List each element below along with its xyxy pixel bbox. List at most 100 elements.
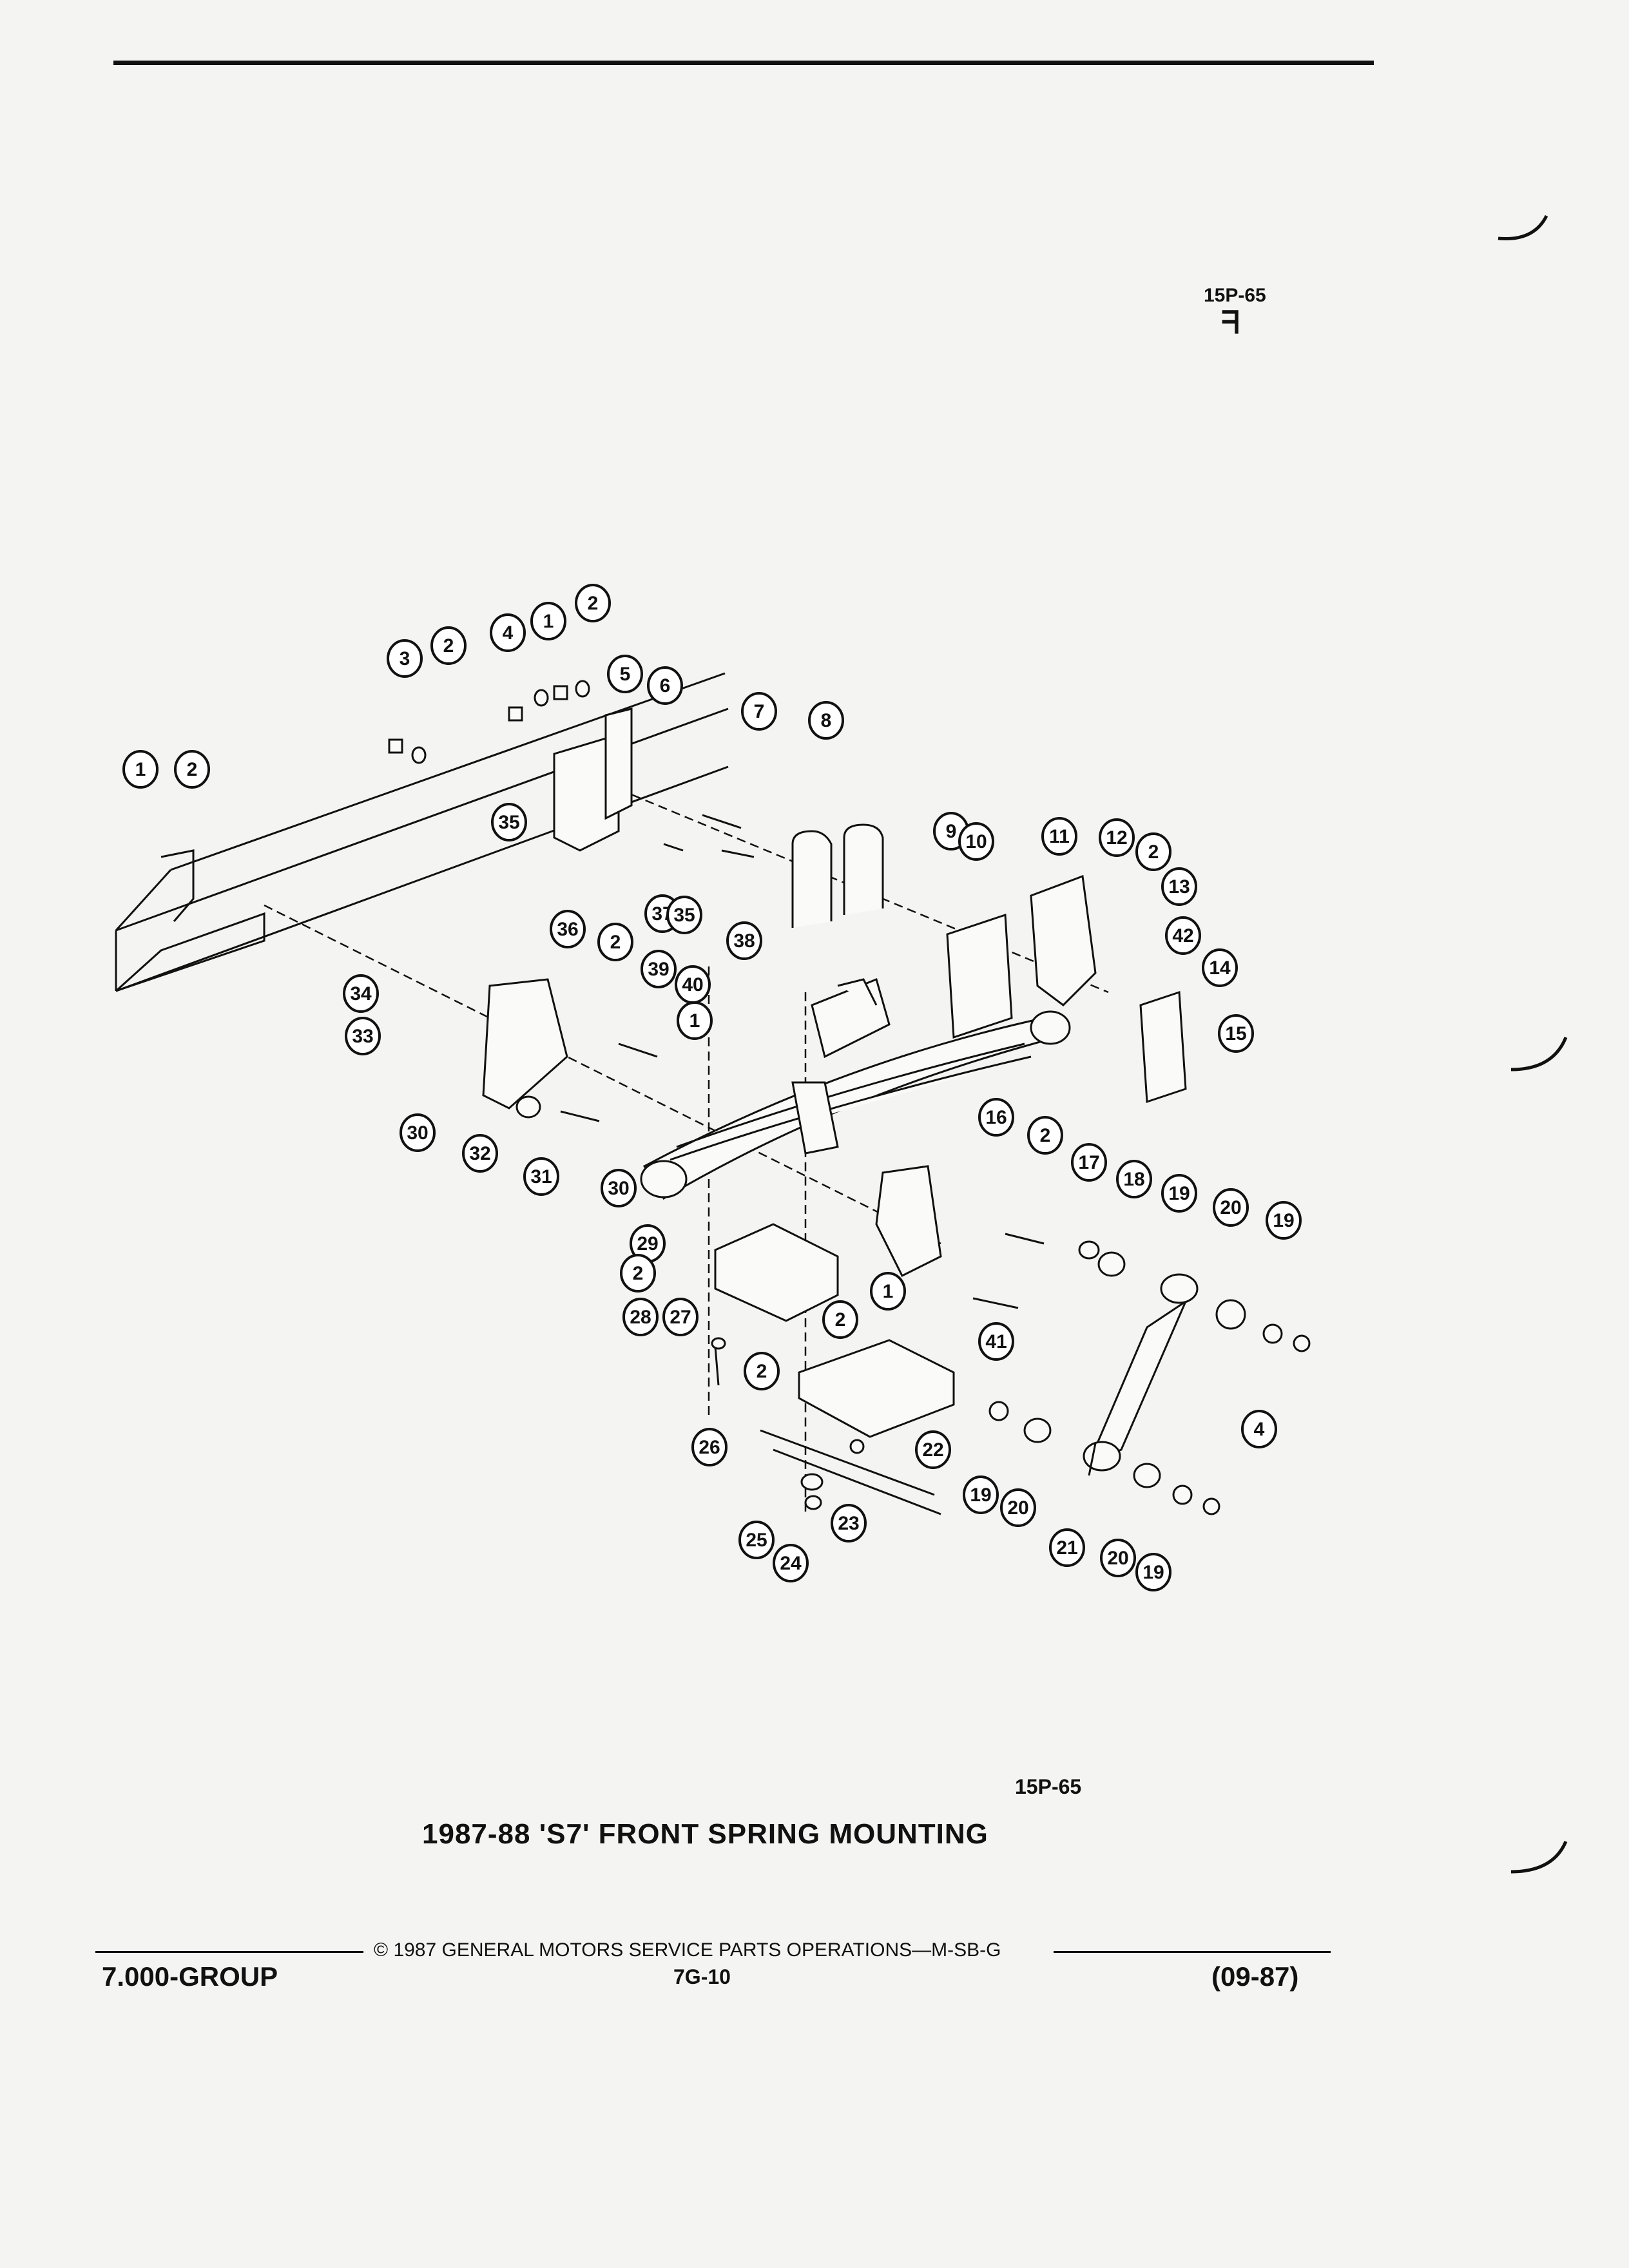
callout-number: 10 xyxy=(965,831,987,852)
callout-number: 19 xyxy=(1168,1183,1190,1204)
callout-number: 31 xyxy=(530,1166,552,1187)
callout-number: 23 xyxy=(838,1513,859,1534)
callout-1: 1 xyxy=(530,602,566,640)
callout-number: 4 xyxy=(503,622,514,644)
callout-number: 34 xyxy=(350,983,372,1004)
callout-1: 1 xyxy=(677,1001,713,1040)
callout-38: 38 xyxy=(726,921,762,960)
callout-number: 39 xyxy=(648,959,669,980)
callout-13: 13 xyxy=(1161,867,1197,906)
callout-number: 7 xyxy=(754,701,765,722)
revision-date: (09-87) xyxy=(1211,1961,1299,1992)
callout-41: 41 xyxy=(978,1322,1014,1361)
callout-19: 19 xyxy=(963,1475,999,1514)
callout-number: 32 xyxy=(469,1143,490,1164)
callout-number: 26 xyxy=(699,1437,720,1458)
callout-number: 24 xyxy=(780,1553,802,1574)
page-number: 7G-10 xyxy=(673,1965,731,1988)
callout-number: 15 xyxy=(1225,1023,1246,1044)
callout-number: 1 xyxy=(135,759,146,780)
callout-24: 24 xyxy=(773,1544,809,1582)
callout-number: 13 xyxy=(1168,876,1190,898)
callout-number: 16 xyxy=(985,1107,1007,1128)
callout-36: 36 xyxy=(550,910,586,948)
callout-number: 12 xyxy=(1106,827,1127,849)
axle-seat-plates xyxy=(714,1223,955,1515)
callout-34: 34 xyxy=(343,974,379,1013)
hardware-parts xyxy=(388,680,1311,1515)
group-number: 7.000-GROUP xyxy=(102,1961,278,1992)
callout-30: 30 xyxy=(601,1169,637,1207)
callout-25: 25 xyxy=(738,1521,775,1559)
callout-number: 20 xyxy=(1107,1548,1128,1569)
callout-number: 20 xyxy=(1220,1197,1241,1218)
rear-hanger-bracket xyxy=(482,978,942,1278)
callout-19: 19 xyxy=(1161,1174,1197,1213)
callout-number: 33 xyxy=(352,1026,373,1047)
callout-15: 15 xyxy=(1218,1014,1254,1053)
spring-pad xyxy=(811,977,891,1059)
callout-number: 1 xyxy=(543,611,554,632)
callout-2: 2 xyxy=(744,1352,780,1390)
callout-number: 38 xyxy=(733,930,755,952)
footer-rule-right xyxy=(1054,1951,1331,1953)
callout-35: 35 xyxy=(491,803,527,841)
top-rule xyxy=(113,61,1374,65)
callout-22: 22 xyxy=(915,1430,951,1469)
callout-20: 20 xyxy=(1000,1488,1036,1527)
callout-17: 17 xyxy=(1071,1143,1107,1182)
callout-number: 25 xyxy=(746,1530,767,1551)
callout-2: 2 xyxy=(575,584,611,622)
callout-number: 2 xyxy=(1148,841,1159,863)
shackle-brackets xyxy=(946,874,1187,1104)
callout-1: 1 xyxy=(870,1272,906,1311)
callout-26: 26 xyxy=(691,1428,728,1466)
callout-number: 28 xyxy=(630,1307,651,1328)
callout-number: 22 xyxy=(922,1439,943,1461)
callout-number: 21 xyxy=(1056,1537,1077,1559)
callout-number: 40 xyxy=(682,974,703,995)
callout-number: 11 xyxy=(1049,826,1070,847)
callout-2: 2 xyxy=(174,750,210,789)
callout-2: 2 xyxy=(1135,832,1171,871)
callout-number: 29 xyxy=(637,1233,658,1254)
callout-27: 27 xyxy=(662,1298,699,1336)
callout-11: 11 xyxy=(1041,817,1077,856)
callout-number: 2 xyxy=(633,1263,644,1284)
callout-number: 19 xyxy=(1273,1210,1294,1231)
callout-number: 17 xyxy=(1078,1152,1099,1173)
frame-rail xyxy=(115,672,729,992)
callout-4: 4 xyxy=(1241,1410,1277,1448)
callout-2: 2 xyxy=(430,626,467,665)
reference-code-bottom: 15P-65 xyxy=(1015,1775,1082,1798)
callout-number: 8 xyxy=(821,710,832,731)
copyright-text: © 1987 GENERAL MOTORS SERVICE PARTS OPER… xyxy=(374,1939,1001,1961)
callout-number: 2 xyxy=(835,1309,846,1331)
callout-number: 6 xyxy=(660,675,671,697)
callout-32: 32 xyxy=(462,1134,498,1173)
front-hanger-bracket xyxy=(553,707,633,852)
callout-7: 7 xyxy=(741,692,777,731)
callout-2: 2 xyxy=(1027,1116,1063,1155)
callout-number: 14 xyxy=(1209,957,1231,979)
callout-3: 3 xyxy=(387,639,423,678)
callout-number: 2 xyxy=(610,932,621,953)
callout-6: 6 xyxy=(647,666,683,705)
callout-19: 19 xyxy=(1266,1201,1302,1240)
callout-number: 30 xyxy=(407,1122,428,1144)
callout-33: 33 xyxy=(345,1017,381,1055)
callout-2: 2 xyxy=(597,923,633,961)
callout-number: 41 xyxy=(985,1331,1007,1352)
callout-number: 1 xyxy=(689,1010,700,1032)
callout-number: 35 xyxy=(498,812,519,833)
callout-number: 19 xyxy=(970,1485,991,1506)
callout-number: 9 xyxy=(946,821,957,842)
callout-number: 20 xyxy=(1007,1497,1028,1519)
callout-number: 35 xyxy=(673,905,695,926)
callout-12: 12 xyxy=(1099,818,1135,857)
u-bolts xyxy=(791,823,884,928)
callout-30: 30 xyxy=(400,1113,436,1152)
shock-absorber xyxy=(1083,1273,1199,1476)
callout-number: 5 xyxy=(620,664,631,685)
